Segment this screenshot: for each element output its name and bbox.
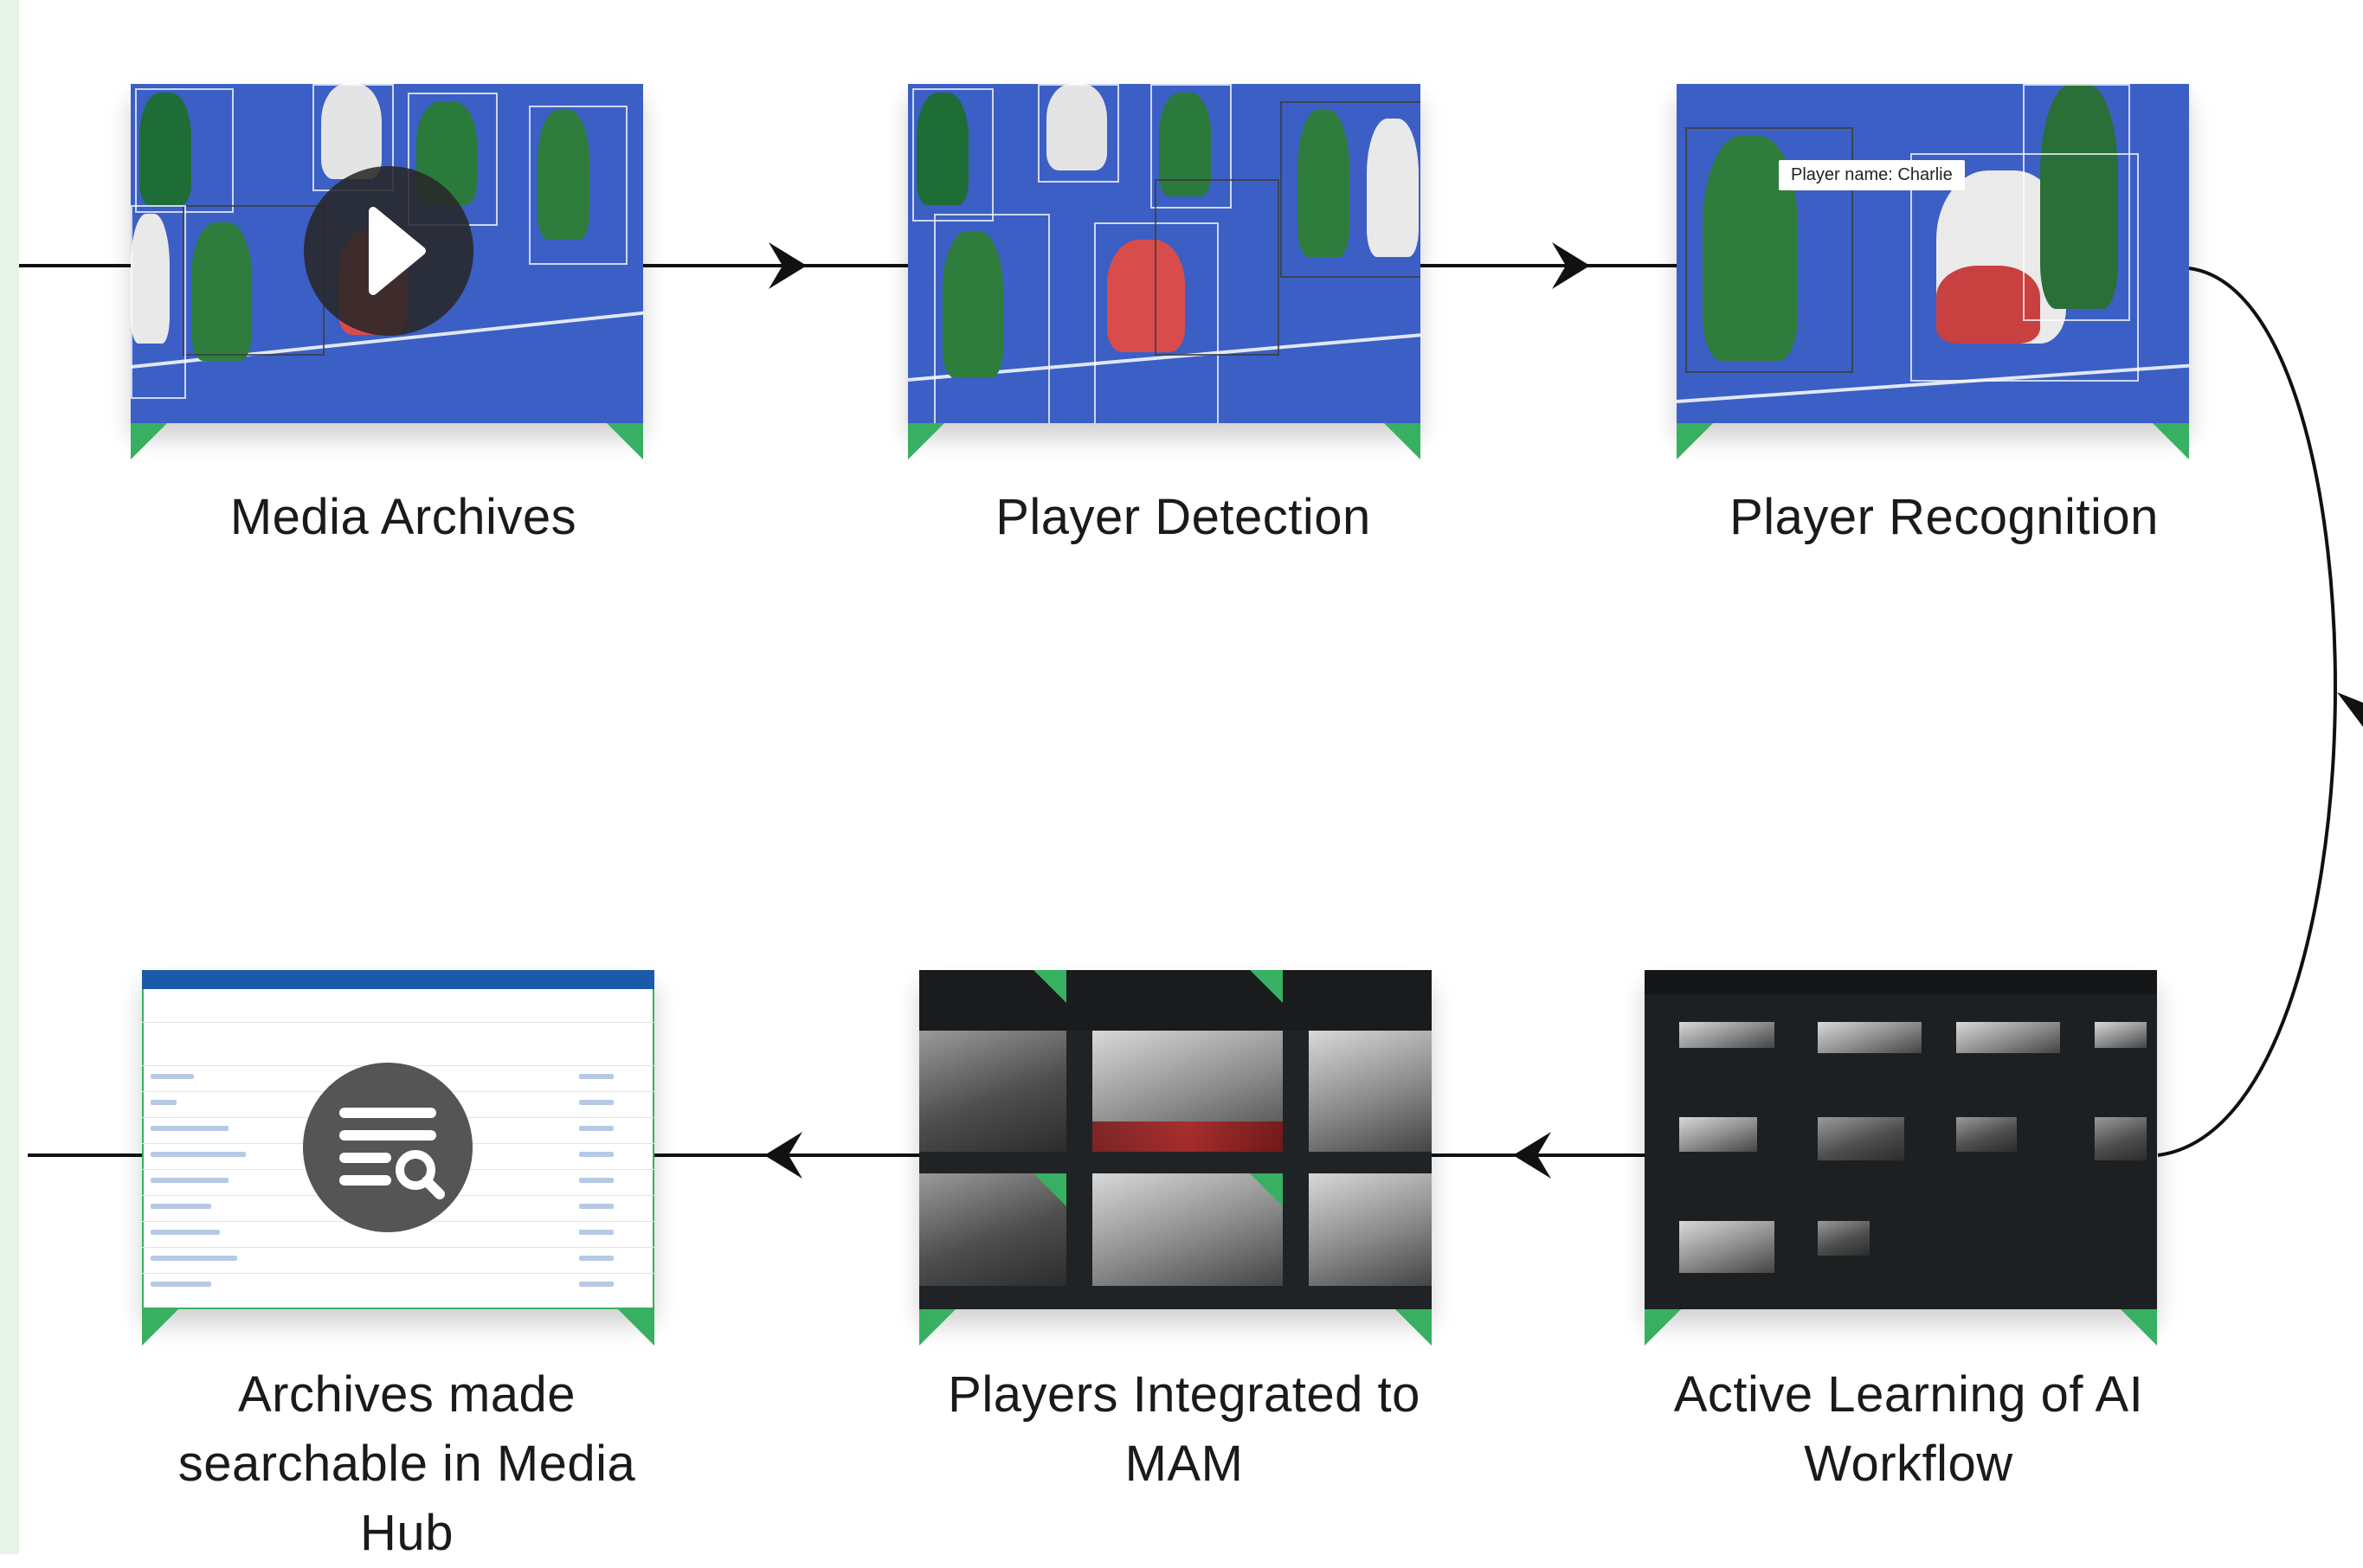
corner-accent <box>607 423 643 459</box>
corner-accent <box>1645 1309 1681 1346</box>
search-list-icon <box>339 1108 445 1199</box>
connector-curve <box>2157 267 2337 1157</box>
mam-screenshot <box>919 970 1432 1309</box>
play-button[interactable] <box>304 166 473 336</box>
step-caption: Player Detection <box>995 489 1371 545</box>
step-card-active-learning <box>1645 970 2157 1346</box>
step-caption: Archives made searchable in Media Hub <box>177 1366 636 1561</box>
left-accent-band <box>0 0 19 1554</box>
step-caption: Players Integrated to MAM <box>948 1366 1420 1492</box>
play-icon <box>369 207 426 295</box>
arrow-right-icon <box>769 242 807 289</box>
hockey-image <box>908 84 1420 423</box>
corner-accent <box>1384 423 1420 459</box>
corner-accent <box>2121 1309 2157 1346</box>
player-name-tag: Player name: Charlie <box>1779 160 1965 190</box>
workflow-screenshot <box>1645 970 2157 1309</box>
corner-accent <box>618 1309 654 1346</box>
arrow-left-icon <box>1513 1132 1551 1179</box>
arrow-right-icon <box>1552 242 1590 289</box>
step-card-media-archives <box>131 84 643 459</box>
hockey-image: Player name: Charlie <box>1677 84 2189 423</box>
step-caption: Media Archives <box>229 489 577 545</box>
step-card-archives-searchable <box>142 970 654 1346</box>
asset-management-screenshot <box>142 970 654 1309</box>
step-caption: Player Recognition <box>1729 489 2159 545</box>
corner-accent <box>908 423 944 459</box>
arrow-left-icon <box>764 1132 802 1179</box>
hockey-image <box>131 84 643 423</box>
step-card-player-recognition: Player name: Charlie <box>1677 84 2189 459</box>
corner-accent <box>919 1309 956 1346</box>
corner-accent <box>131 423 167 459</box>
corner-accent <box>2153 423 2189 459</box>
step-card-player-detection <box>908 84 1420 459</box>
corner-accent <box>1395 1309 1432 1346</box>
corner-accent <box>142 1309 178 1346</box>
corner-accent <box>1677 423 1713 459</box>
step-card-players-integrated <box>919 970 1432 1346</box>
arrow-down-icon <box>2337 692 2363 727</box>
search-button[interactable] <box>303 1063 473 1232</box>
step-caption: Active Learning of AI Workflow <box>1673 1366 2144 1492</box>
